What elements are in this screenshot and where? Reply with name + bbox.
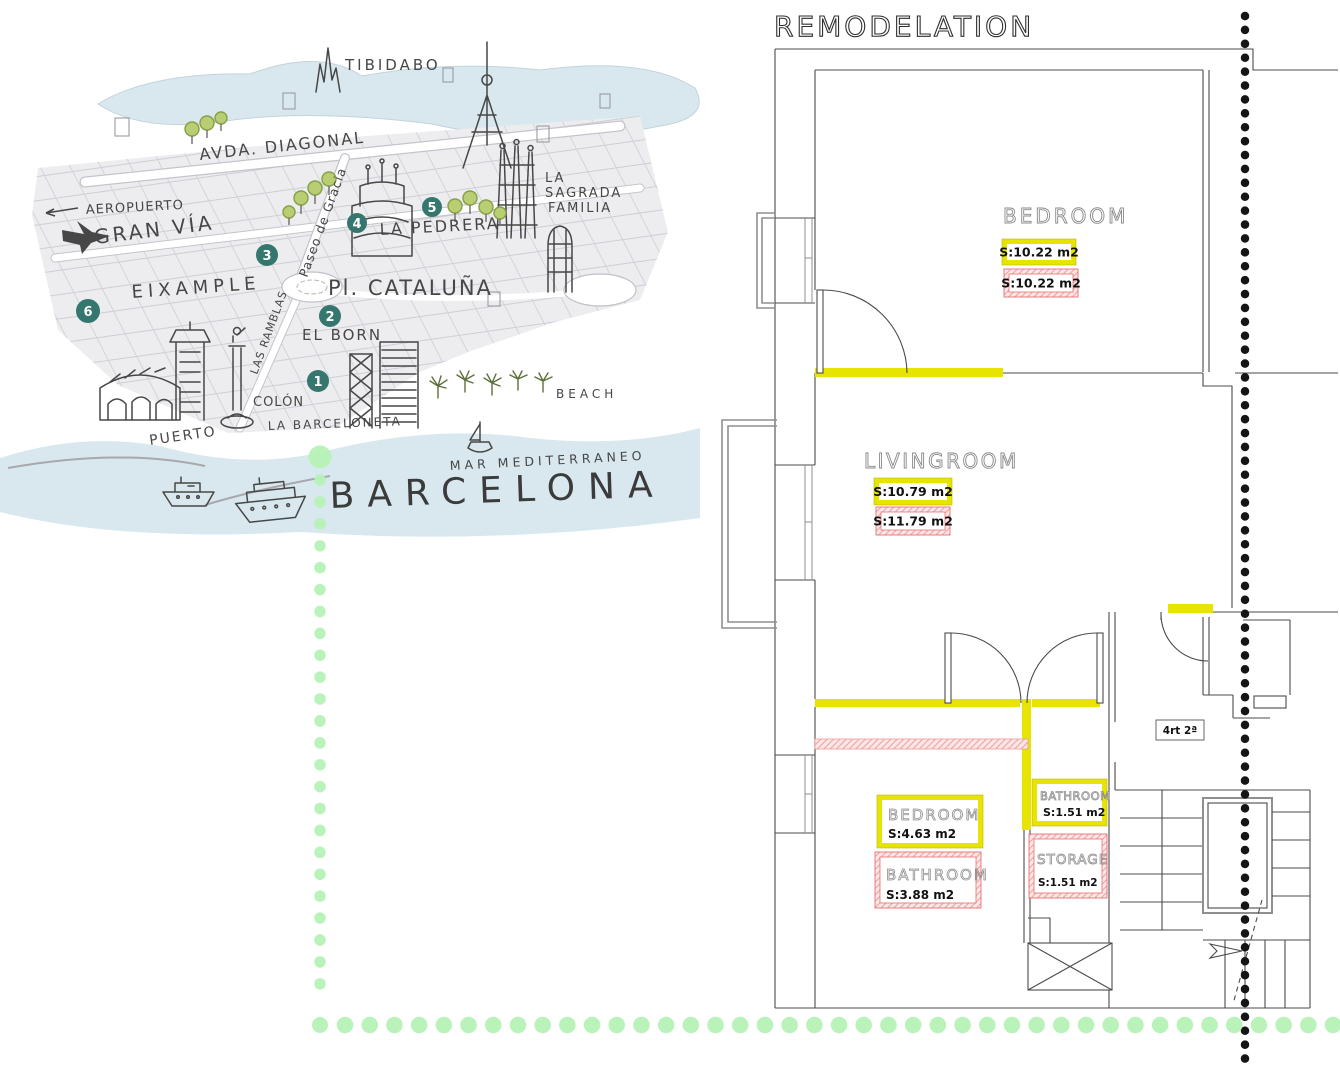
background-buildings bbox=[114, 67, 611, 307]
livingroom-name: LIVINGROOM bbox=[864, 449, 1019, 473]
mountain-backdrop bbox=[97, 61, 700, 138]
doors bbox=[816, 289, 1209, 704]
barcelona-map: TIBIDABO AVDA. DIAGONAL AEROPUERTO GRAN … bbox=[0, 41, 700, 537]
bathroom-new-box: BATHROOM S:1.51 m2 bbox=[1031, 778, 1111, 827]
room-labels: BEDROOM S:10.22 m2 S:10.22 m2 LIVINGROOM… bbox=[864, 204, 1205, 909]
bedroom-top-new-box: S:10.22 m2 bbox=[999, 238, 1079, 266]
svg-text:2: 2 bbox=[325, 310, 334, 325]
cruise-ship-icon bbox=[234, 477, 307, 523]
svg-text:BATHROOM: BATHROOM bbox=[886, 866, 989, 884]
svg-text:3: 3 bbox=[262, 249, 271, 264]
shaft-x-box bbox=[1027, 942, 1113, 991]
torre-mapfre-icon bbox=[349, 353, 373, 429]
route-corner-dot bbox=[312, 1017, 328, 1033]
svg-text:S:10.79 m2: S:10.79 m2 bbox=[873, 484, 953, 499]
svg-text:STORAGE: STORAGE bbox=[1037, 852, 1108, 868]
label-la-barceloneta: LA BARCELONETA bbox=[268, 414, 402, 433]
livingroom-new-box: S:10.79 m2 bbox=[873, 477, 953, 506]
storage-box: STORAGE S:1.51 m2 bbox=[1028, 833, 1108, 899]
floor-plan: REMODELATION bbox=[721, 9, 1338, 1009]
unit-label-box: 4rt 2ª bbox=[1155, 719, 1205, 741]
plan-title: REMODELATION bbox=[774, 10, 1034, 43]
airplane-icon bbox=[45, 207, 110, 254]
plan-walls bbox=[774, 48, 1338, 1009]
svg-text:S:1.51 m2: S:1.51 m2 bbox=[1038, 877, 1098, 889]
marker-6: 6 bbox=[76, 299, 100, 323]
tibidabo-tower-icon bbox=[462, 41, 512, 169]
map-markers: 1 2 3 4 5 6 bbox=[76, 197, 442, 392]
tower-cap-icon bbox=[169, 321, 211, 421]
svg-text:S:3.88 m2: S:3.88 m2 bbox=[886, 888, 954, 902]
svg-text:BEDROOM: BEDROOM bbox=[888, 806, 980, 824]
marker-2: 2 bbox=[319, 305, 341, 327]
ferry-icon bbox=[162, 476, 215, 507]
svg-text:S:10.22 m2: S:10.22 m2 bbox=[1001, 276, 1081, 291]
tibidabo-church-icon bbox=[315, 47, 341, 93]
sailboat-icon bbox=[467, 421, 493, 453]
palm-trees-icon bbox=[429, 370, 553, 399]
svg-text:6: 6 bbox=[83, 305, 92, 320]
marker-4: 4 bbox=[347, 213, 367, 233]
route-start-dot bbox=[308, 445, 332, 469]
sea bbox=[0, 428, 700, 537]
windows bbox=[804, 218, 813, 833]
label-pl-cataluna: Pl. CATALUÑA bbox=[328, 274, 493, 300]
label-sagrada-2: SAGRADA bbox=[545, 186, 622, 201]
label-tibidabo: TIBIDABO bbox=[344, 56, 441, 74]
label-sagrada-1: LA bbox=[545, 171, 565, 186]
label-el-born: EL BORN bbox=[302, 326, 382, 344]
bedroom-top-name: BEDROOM bbox=[1003, 204, 1128, 228]
svg-text:5: 5 bbox=[427, 201, 436, 216]
colon-monument-icon bbox=[220, 326, 254, 429]
label-puerto: PUERTO bbox=[148, 424, 217, 449]
staircase bbox=[1120, 790, 1310, 1008]
svg-text:4rt 2ª: 4rt 2ª bbox=[1163, 725, 1197, 737]
marker-3: 3 bbox=[256, 244, 278, 266]
label-beach: BEACH bbox=[556, 387, 617, 401]
route-green-dots bbox=[308, 445, 1340, 1034]
sagrada-familia-icon bbox=[496, 138, 538, 239]
bedroom-top-old-box: S:10.22 m2 bbox=[1001, 268, 1081, 298]
city-grid-b bbox=[32, 116, 668, 433]
livingroom-old-box: S:11.79 m2 bbox=[873, 506, 953, 536]
balconies bbox=[721, 212, 777, 629]
removed-wall-hatch bbox=[814, 738, 1029, 750]
bedroom-small-box: BEDROOM S:4.63 m2 bbox=[876, 794, 984, 849]
label-colon: COLÓN bbox=[253, 394, 304, 410]
torre-agbar-icon bbox=[547, 225, 573, 293]
bathroom-old-box: BATHROOM S:3.88 m2 bbox=[874, 851, 989, 909]
svg-text:1: 1 bbox=[313, 375, 322, 390]
marker-5: 5 bbox=[422, 197, 442, 217]
svg-text:4: 4 bbox=[352, 217, 361, 232]
svg-text:S:10.22 m2: S:10.22 m2 bbox=[999, 245, 1079, 260]
label-sagrada-3: FAMILIA bbox=[548, 201, 612, 216]
marker-1: 1 bbox=[307, 370, 329, 392]
mercat-icon bbox=[99, 367, 181, 421]
label-aeropuerto: AEROPUERTO bbox=[85, 198, 184, 218]
new-walls bbox=[815, 368, 1213, 830]
hotel-arts-icon bbox=[379, 341, 419, 429]
svg-text:S:4.63 m2: S:4.63 m2 bbox=[888, 827, 956, 841]
svg-text:BATHROOM: BATHROOM bbox=[1040, 789, 1111, 803]
svg-text:S:11.79 m2: S:11.79 m2 bbox=[873, 514, 953, 529]
svg-text:S:1.51 m2: S:1.51 m2 bbox=[1043, 806, 1105, 819]
trees bbox=[184, 111, 507, 226]
